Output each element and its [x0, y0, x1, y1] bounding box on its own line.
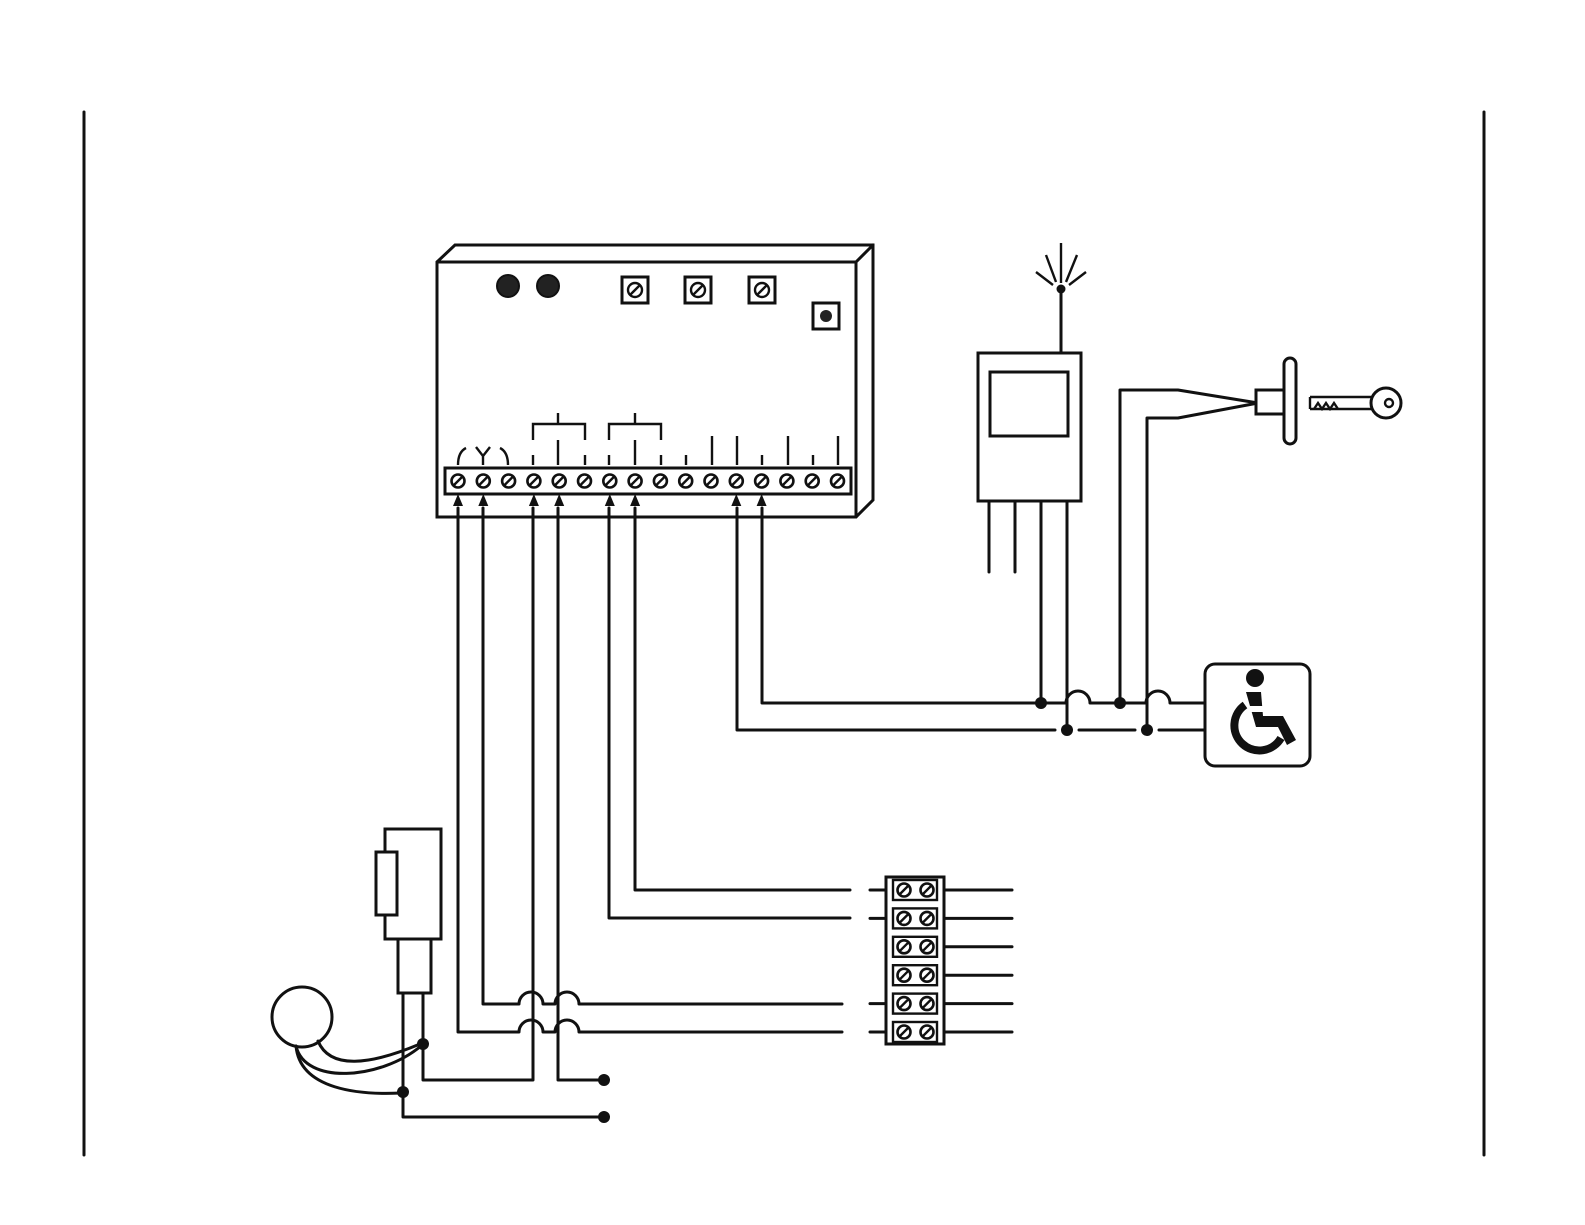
terminal-screw-9[interactable]: [654, 475, 667, 488]
terminal-screw-2[interactable]: [477, 475, 490, 488]
terminal-screw-8[interactable]: [629, 475, 642, 488]
terminal-screw-5[interactable]: [553, 475, 566, 488]
block-terminal-5[interactable]: [893, 994, 937, 1014]
terminal-screw-10[interactable]: [679, 475, 692, 488]
trimmer-pot-2[interactable]: [685, 277, 711, 303]
antenna-icon: [1036, 243, 1086, 285]
terminal-screw-3[interactable]: [502, 475, 515, 488]
terminal-screw-6[interactable]: [578, 475, 591, 488]
indicator-led-1: [497, 275, 519, 297]
terminal-block: [886, 877, 944, 1044]
control-unit: [437, 245, 873, 517]
indicator-led-2: [537, 275, 559, 297]
terminal-screw-4[interactable]: [527, 475, 540, 488]
terminal-screw-7[interactable]: [603, 475, 616, 488]
accessibility-push-button[interactable]: [1205, 664, 1310, 766]
terminal-screw-14[interactable]: [780, 475, 793, 488]
block-terminal-1[interactable]: [893, 880, 937, 900]
trimmer-pot-3[interactable]: [749, 277, 775, 303]
trimmer-pot-1[interactable]: [622, 277, 648, 303]
terminal-screw-13[interactable]: [755, 475, 768, 488]
program-button[interactable]: [813, 303, 839, 329]
block-terminal-4[interactable]: [893, 965, 937, 985]
terminal-screw-1[interactable]: [452, 475, 465, 488]
key-switch[interactable]: [1256, 358, 1401, 444]
block-terminal-6[interactable]: [893, 1022, 937, 1042]
block-terminal-3[interactable]: [893, 937, 937, 957]
key-icon: [1310, 388, 1401, 418]
terminal-screw-16[interactable]: [831, 475, 844, 488]
block-terminal-2[interactable]: [893, 908, 937, 928]
radio-receiver: [978, 243, 1086, 501]
receiver-display: [990, 372, 1068, 436]
terminal-screw-11[interactable]: [705, 475, 718, 488]
terminal-screw-15[interactable]: [806, 475, 819, 488]
terminal-screw-12[interactable]: [730, 475, 743, 488]
motor: [272, 987, 421, 1093]
